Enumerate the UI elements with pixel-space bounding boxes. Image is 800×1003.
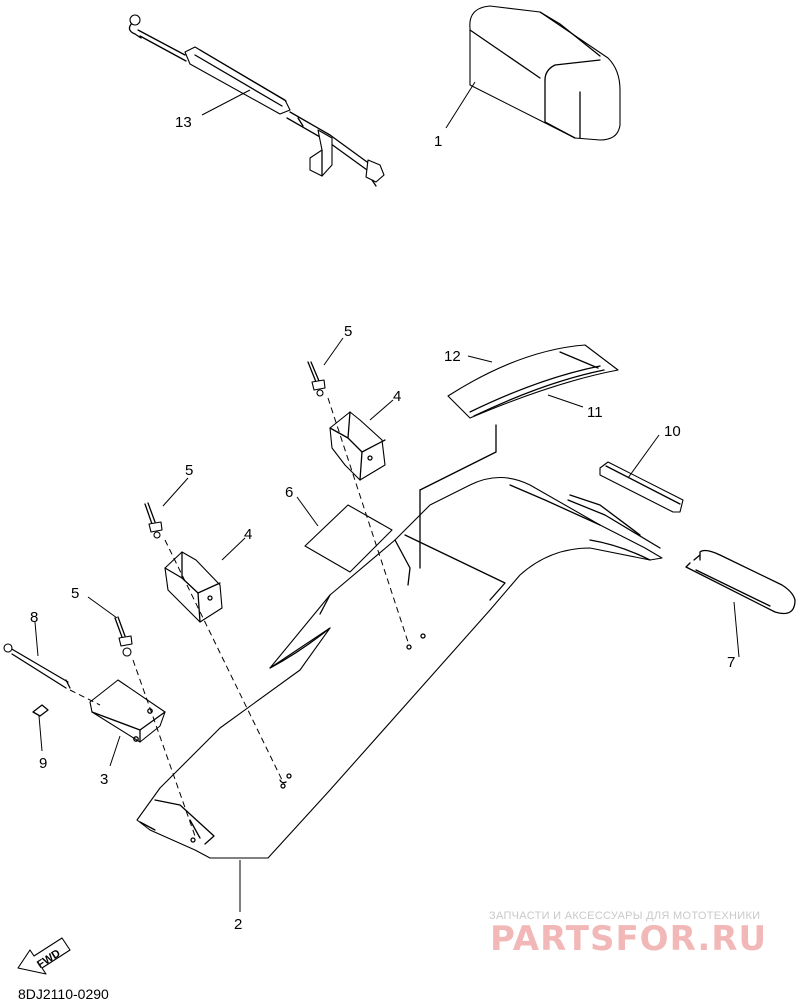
- callout-8: 8: [30, 609, 38, 626]
- part-1-box: [469, 5, 621, 141]
- watermark-tagline: ЗАПЧАСТИ И АКСЕССУАРЫ ДЛЯ МОТОТЕХНИКИ: [489, 910, 760, 922]
- watermark: ЗАПЧАСТИ И АКСЕССУАРЫ ДЛЯ МОТОТЕХНИКИ PA…: [489, 910, 767, 959]
- diagram-code: 8DJ2110-0290: [18, 986, 109, 1002]
- callout-4-upper: 4: [393, 388, 401, 405]
- callout-10: 10: [664, 423, 681, 440]
- callout-5-top: 5: [344, 323, 352, 340]
- part-7-wire-loop: [685, 549, 796, 615]
- callout-6: 6: [285, 484, 293, 501]
- part-5-screw-middle: [144, 502, 163, 539]
- callout-4-lower: 4: [244, 526, 252, 543]
- part-9-pin: [32, 704, 49, 717]
- callout-13: 13: [175, 114, 192, 131]
- callout-12: 12: [444, 348, 461, 365]
- fwd-arrow: FWD: [17, 937, 71, 975]
- assembly-dash-lines: [69, 397, 409, 837]
- leader-lines: [34, 81, 740, 912]
- part-5-screw-left: [114, 616, 133, 657]
- part-2-main-cover: [136, 424, 663, 859]
- part-4-clip-lower: [164, 551, 223, 623]
- part-13-cable-assembly: [128, 14, 385, 187]
- part-3-hinge-bracket: [89, 679, 166, 743]
- part-8-bolt: [3, 643, 71, 689]
- callout-7: 7: [727, 654, 735, 671]
- part-6-pad: [304, 504, 393, 573]
- watermark-brand: PARTSFOR.RU: [490, 919, 767, 959]
- callout-5-middle: 5: [185, 462, 193, 479]
- callout-11: 11: [587, 404, 603, 421]
- callout-9: 9: [39, 755, 47, 772]
- callout-1: 1: [434, 133, 442, 150]
- part-5-screw-top: [307, 361, 326, 397]
- callout-3: 3: [100, 771, 108, 788]
- part-10-bar: [599, 461, 684, 513]
- callout-labels: 1 2 3 4 4 5 5 5 6 7 8 9 10 11 12 13: [30, 114, 735, 933]
- part-4-clip-upper: [329, 411, 386, 481]
- callout-2: 2: [234, 916, 242, 933]
- part-12-11-strips: [447, 344, 619, 419]
- callout-5-left: 5: [71, 585, 79, 602]
